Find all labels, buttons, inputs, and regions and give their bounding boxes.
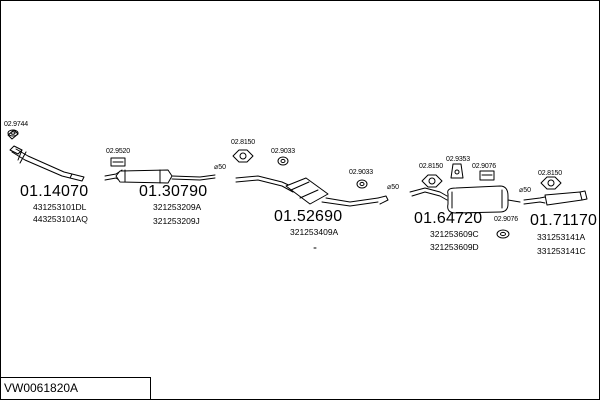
oem-number: 331253141A — [537, 232, 586, 242]
kit-code: VW0061820A — [4, 381, 79, 395]
fitting-code: 02.8150 — [538, 170, 562, 177]
bracket-icon — [540, 176, 562, 190]
assembly-number: 01.30790 — [139, 183, 208, 200]
fitting-code: 02.9033 — [349, 169, 373, 176]
clamp-icon — [110, 157, 126, 167]
diameter-label: ⌀50 — [519, 187, 532, 194]
oem-number: 321253609D — [430, 242, 479, 252]
front-silencer-icon — [104, 169, 216, 184]
gasket-icon — [7, 129, 19, 137]
fitting-code: 02.9076 — [472, 163, 496, 170]
oem-number: 331253141C — [537, 246, 586, 256]
bracket-icon — [421, 174, 443, 188]
oem-number: 431253101DL — [33, 202, 87, 212]
fitting-code: 02.9353 — [446, 156, 470, 163]
kit-code-box: VW0061820A — [0, 377, 151, 399]
bracket-icon — [232, 149, 254, 163]
front-pipe-with-flange-icon — [7, 129, 85, 182]
rubber-ring-icon — [356, 179, 368, 189]
fitting-code: 02.8150 — [419, 163, 443, 170]
rubber-ring-icon — [277, 156, 289, 166]
fitting-code: 02.9076 — [494, 216, 518, 223]
fitting-code: 02.9520 — [106, 148, 130, 155]
middle-pipe-icon — [235, 175, 389, 207]
diameter-label: ⌀50 — [214, 164, 227, 171]
tail-pipe-icon — [523, 190, 588, 206]
rear-silencer-icon — [409, 185, 521, 214]
oem-number: 443253101AQ — [33, 214, 88, 224]
hanger-icon — [450, 163, 464, 179]
clamp-icon — [496, 229, 510, 239]
assembly-number: 01.71170 — [530, 212, 598, 229]
fitting-code: 02.9744 — [4, 121, 28, 128]
diameter-label: ⌀50 — [387, 184, 400, 191]
assembly-number: 01.14070 — [20, 183, 89, 200]
assembly-number: 01.52690 — [274, 208, 343, 225]
fitting-code: 02.9033 — [271, 148, 295, 155]
clamp-icon — [479, 170, 495, 181]
oem-number: 321253209J — [153, 216, 200, 226]
oem-number: 321253209A — [153, 202, 202, 212]
assembly-number: 01.64720 — [414, 210, 483, 227]
fitting-code: 02.8150 — [231, 139, 255, 146]
oem-number: 321253409A — [290, 227, 339, 237]
oem-number: 321253609C — [430, 229, 479, 239]
